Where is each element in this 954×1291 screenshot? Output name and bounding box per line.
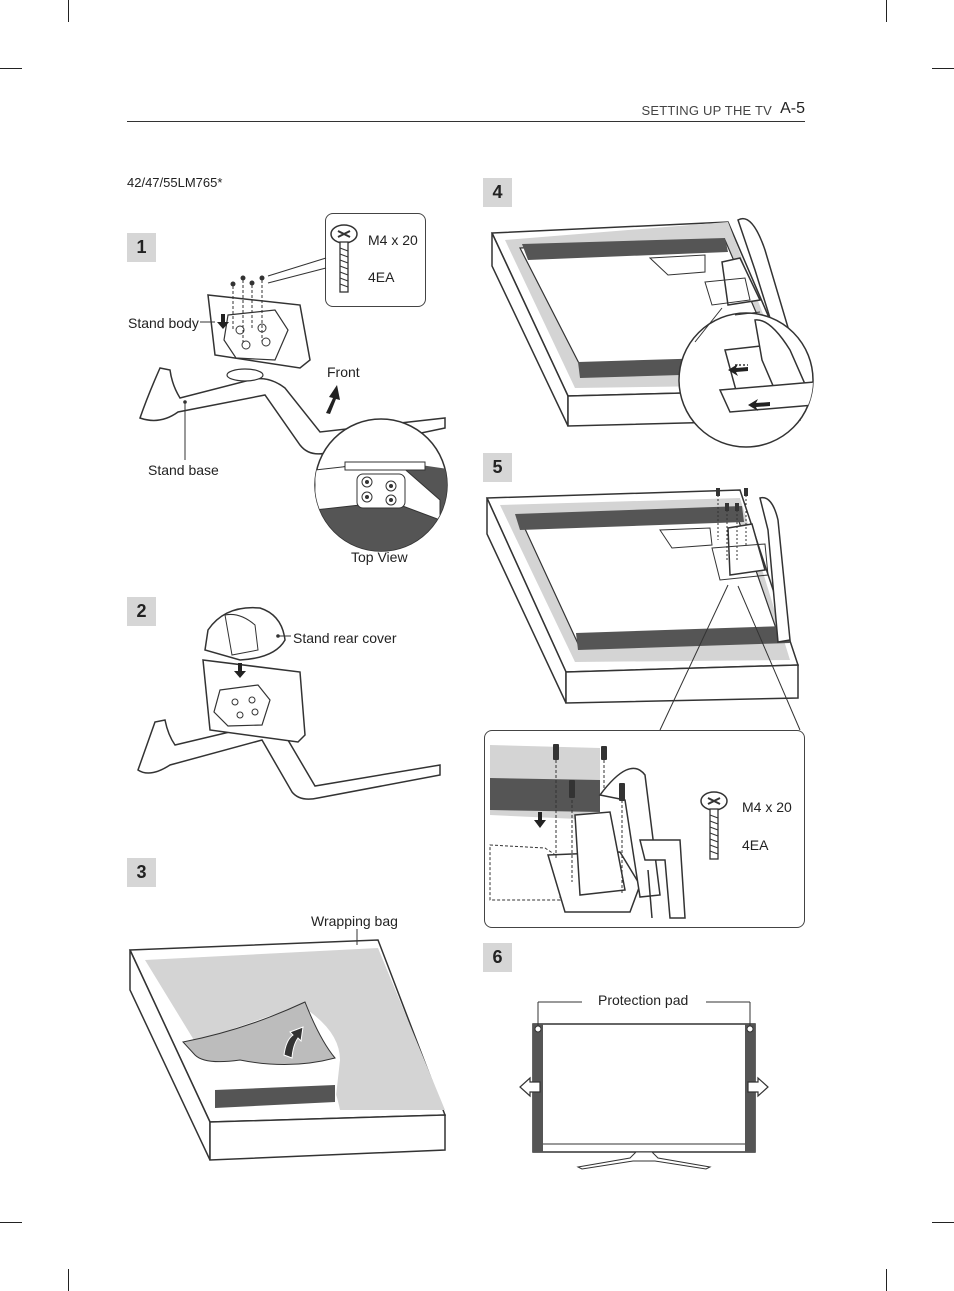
arrow-down-icon xyxy=(217,314,229,329)
step-6-badge: 6 xyxy=(483,943,512,972)
arrow-left-icon xyxy=(748,399,770,411)
crop-mark xyxy=(932,68,954,69)
stand-body-label: Stand body xyxy=(128,315,199,331)
screw-icon xyxy=(330,224,358,293)
crop-mark xyxy=(886,0,887,22)
screw-size-label: M4 x 20 xyxy=(742,799,792,815)
crop-mark xyxy=(886,1269,887,1291)
step-2-badge: 2 xyxy=(127,597,156,626)
crop-mark xyxy=(68,0,69,22)
arrow-up-icon xyxy=(283,1026,304,1059)
wrapping-bag-label: Wrapping bag xyxy=(311,913,398,929)
step-3-badge: 3 xyxy=(127,858,156,887)
model-number: 42/47/55LM765* xyxy=(127,175,223,190)
step-5-badge: 5 xyxy=(483,453,512,482)
crop-mark xyxy=(0,1222,22,1223)
stand-base-label: Stand base xyxy=(148,462,219,478)
stand-rear-cover-label: Stand rear cover xyxy=(293,630,397,646)
page-number: A-5 xyxy=(780,100,805,117)
section-title: SETTING UP THE TV xyxy=(641,103,772,118)
protection-pad-label: Protection pad xyxy=(598,992,689,1008)
arrow-up-icon xyxy=(326,385,340,414)
arrow-left-icon xyxy=(519,1076,541,1098)
crop-mark xyxy=(932,1222,954,1223)
arrow-right-icon xyxy=(747,1076,769,1098)
crop-mark xyxy=(0,68,22,69)
screw-size-label: M4 x 20 xyxy=(368,232,418,248)
crop-mark xyxy=(68,1269,69,1291)
front-label: Front xyxy=(327,364,360,380)
arrow-down-icon xyxy=(534,812,546,828)
top-view-label: Top View xyxy=(351,549,408,565)
step-1-badge: 1 xyxy=(127,233,156,262)
screw-qty-label: 4EA xyxy=(742,837,769,853)
header-rule xyxy=(127,121,805,122)
screw-qty-label: 4EA xyxy=(368,269,395,285)
screw-icon xyxy=(700,791,728,860)
arrow-left-icon xyxy=(728,364,748,376)
step-4-badge: 4 xyxy=(483,178,512,207)
arrow-down-icon xyxy=(234,663,246,678)
